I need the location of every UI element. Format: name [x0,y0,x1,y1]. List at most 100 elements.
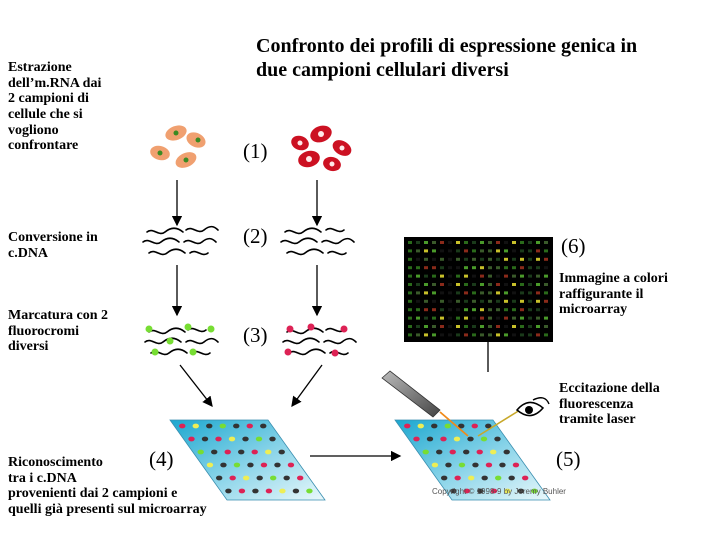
array-spot [228,436,236,442]
image-spot [488,241,492,244]
array-spot [417,423,424,429]
cell-icon [150,145,170,161]
image-spot [432,308,436,312]
label-line: c.DNA [8,245,49,261]
label-line: Immagine a colori [559,271,668,286]
image-spot [432,316,436,320]
array-spot [229,475,236,481]
array-spot [242,436,249,442]
image-spot [504,291,508,295]
image-spot [416,257,420,261]
image-spot [408,241,412,244]
step-labeling-label: Marcatura con 2 fluorocromi diversi [8,308,108,355]
array-spot [467,436,474,442]
image-spot [504,249,508,253]
array-spot [485,462,493,468]
image-spot [416,274,420,278]
array-spot [404,423,411,429]
image-spot [488,291,492,295]
image-spot [504,257,508,261]
array-spot [426,436,434,442]
array-spot [504,488,511,494]
image-spot [488,266,492,270]
array-spot [206,462,214,468]
label-line: fluorocromi [8,323,80,339]
image-spot [472,249,476,253]
sample-b-cells [291,125,352,172]
image-spot [536,241,540,244]
microarray-image [404,237,553,342]
image-spot [440,241,444,244]
image-spot [464,274,468,278]
image-spot [440,249,444,253]
image-spot [408,308,412,312]
image-spot [496,283,500,286]
label-line: tra i c.DNA [8,470,77,486]
image-spot [456,257,460,261]
image-spot [504,308,508,312]
array-spot [197,449,204,455]
array-spot [471,423,478,429]
label-line: vogliono [8,122,59,138]
copyright-notice: Copyright © 1998-9 by Jeremy Buhler [432,487,566,496]
array-spot [278,449,285,455]
image-spot [432,299,436,303]
array-spot [269,475,277,481]
image-spot [464,316,468,320]
array-spot [494,475,502,481]
image-spot [416,291,420,295]
image-spot [472,274,476,278]
image-spot [520,333,524,337]
image-spot [432,266,436,270]
image-spot [432,283,436,286]
array-spot [454,475,461,481]
image-spot [480,291,484,295]
image-spot [520,325,524,328]
image-spot [416,325,420,328]
image-spot [480,308,484,312]
label-line: Estrazione [8,60,72,75]
label-line: raffigurante il [559,286,644,302]
image-spot [488,316,492,320]
image-spot [408,257,412,261]
image-spot [480,274,484,278]
image-spot [472,333,476,337]
image-spot [488,308,492,312]
array-spot [467,475,475,481]
image-spot [528,249,532,253]
image-spot [496,299,500,303]
label-line: Marcatura con 2 [8,308,109,323]
array-spot [287,462,295,468]
image-spot [520,299,524,303]
image-spot [456,325,460,328]
image-spot [528,266,532,270]
array-spot [238,488,246,494]
array-spot [252,488,259,494]
image-spot [456,308,460,312]
image-spot [520,308,524,312]
cell-icon [310,125,332,143]
image-spot [456,316,460,320]
green-labeled-cdna [144,323,219,356]
image-spot [536,308,540,312]
label-line: quelli già presenti sul microarray [8,502,207,518]
array-spot [444,423,451,429]
image-spot [536,333,540,337]
image-spot [536,299,540,303]
array-spot [206,423,213,429]
label-line: cellule che si [8,107,83,123]
image-spot [408,333,412,337]
image-spot [480,249,484,253]
image-spot [544,266,548,270]
array-spot [463,449,470,455]
image-spot [440,325,444,328]
step-hybridization-label: Riconoscimento tra i c.DNA provenienti d… [8,455,207,518]
image-spot [536,249,540,253]
image-spot [536,283,540,286]
image-spot [464,241,468,244]
image-spot [424,316,428,320]
image-spot [424,257,428,261]
array-spot [480,436,488,442]
image-spot [544,291,548,295]
label-line: fluorescenza [559,396,634,412]
